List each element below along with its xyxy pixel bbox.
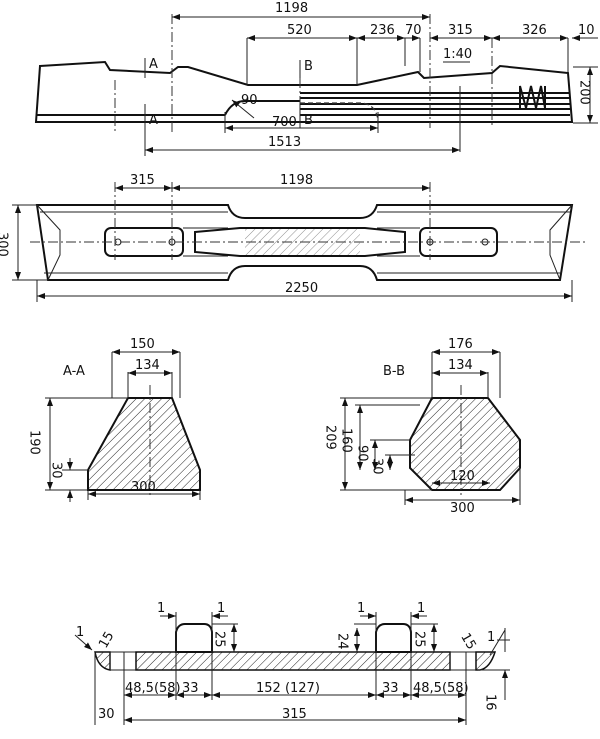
plan-chamfer-lines <box>36 204 573 281</box>
dim-315: 315 <box>282 707 307 722</box>
dim-1198: 1198 <box>280 173 313 188</box>
section-a-bottom: A <box>149 113 158 128</box>
dim-30: 30 <box>370 458 385 475</box>
elevation-base-line <box>37 92 570 116</box>
plan-view: 315 1198 300 2250 <box>0 173 585 302</box>
dim-30: 30 <box>49 462 64 479</box>
dim-300: 300 <box>0 232 10 257</box>
rail-seat-section: 1 1 1 1 25 24 25 15 1 15 1 48,5(58) 33 1… <box>74 601 510 725</box>
dim-24: 24 <box>335 633 350 650</box>
dim-1513: 1513 <box>268 135 301 150</box>
dim-315: 315 <box>130 173 155 188</box>
dim-48-5-left: 48,5(58) <box>125 681 181 696</box>
dim-15-right: 15 <box>457 631 478 653</box>
dim-326: 326 <box>522 23 547 38</box>
dim-48-5-right: 48,5(58) <box>413 681 469 696</box>
dim-25-right: 25 <box>412 631 427 648</box>
dim-70: 70 <box>405 23 422 38</box>
right-gap <box>449 651 477 671</box>
hidden-line <box>300 102 379 125</box>
section-b-b-outline <box>409 397 521 491</box>
dim-10: 10 <box>578 23 595 38</box>
dim-1-b: 1 <box>217 601 225 616</box>
elevation-dimension-lines <box>145 14 598 153</box>
dim-209: 209 <box>323 425 338 450</box>
section-b-b: B-B 176 134 209 160 90 30 120 300 <box>323 337 521 516</box>
left-end-chamfer <box>94 651 111 671</box>
spring-symbol <box>519 85 546 110</box>
section-a-a-dimensions <box>45 349 201 502</box>
dim-236: 236 <box>370 23 395 38</box>
centerlines <box>114 14 493 135</box>
section-b-top: B <box>304 59 313 74</box>
dim-152: 152 (127) <box>256 681 320 696</box>
section-b-bottom: B <box>304 113 313 128</box>
dim-2250: 2250 <box>285 281 318 296</box>
dim-1-d: 1 <box>417 601 425 616</box>
left-shoulder <box>175 623 213 653</box>
dim-1-left-end: 1 <box>76 625 84 640</box>
section-marks <box>144 38 598 156</box>
dim-190: 190 <box>27 430 42 455</box>
elevation-view: 1198 520 236 70 315 326 10 200 700 1513 … <box>34 1 598 156</box>
dim-200: 200 <box>577 80 592 105</box>
dim-120: 120 <box>450 469 475 484</box>
dim-300: 300 <box>450 501 475 516</box>
dim-134: 134 <box>135 358 160 373</box>
dim-1-a: 1 <box>157 601 165 616</box>
section-a-a-outline <box>87 397 201 491</box>
right-end-chamfer <box>475 651 497 671</box>
right-shoulder <box>375 623 412 653</box>
plan-dimension-lines <box>12 185 573 302</box>
rail-seat-base <box>135 651 451 671</box>
dim-300: 300 <box>131 480 156 495</box>
dim-15-left: 15 <box>96 629 117 651</box>
section-a-a-title: A-A <box>63 364 85 379</box>
section-b-b-title: B-B <box>383 364 405 379</box>
dim-16: 16 <box>483 694 498 711</box>
plan-centerline <box>30 182 585 260</box>
plan-middle-section <box>194 227 406 257</box>
left-gap <box>109 651 137 671</box>
section-a-top: A <box>149 57 158 72</box>
radius-90: 90 <box>241 93 258 108</box>
scale-label: 1:40 <box>443 47 472 62</box>
dim-1-c: 1 <box>357 601 365 616</box>
dim-1198: 1198 <box>275 1 308 16</box>
dim-90: 90 <box>355 445 370 462</box>
dim-150: 150 <box>130 337 155 352</box>
dim-33-left: 33 <box>182 681 199 696</box>
section-a-a: A-A 150 134 190 30 300 <box>27 337 201 502</box>
dim-33-right: 33 <box>382 681 399 696</box>
dim-176: 176 <box>448 337 473 352</box>
rail-seat-right <box>419 227 498 257</box>
section-b-b-dimensions <box>340 349 521 505</box>
dim-30: 30 <box>98 707 115 722</box>
rail-seat-dimensions <box>74 612 510 725</box>
dim-25-left: 25 <box>212 631 227 648</box>
dim-1-right-end: 1 <box>487 630 495 645</box>
dim-520: 520 <box>287 23 312 38</box>
dim-700: 700 <box>272 115 297 130</box>
dim-134: 134 <box>448 358 473 373</box>
dim-315: 315 <box>448 23 473 38</box>
dim-160: 160 <box>339 428 354 453</box>
